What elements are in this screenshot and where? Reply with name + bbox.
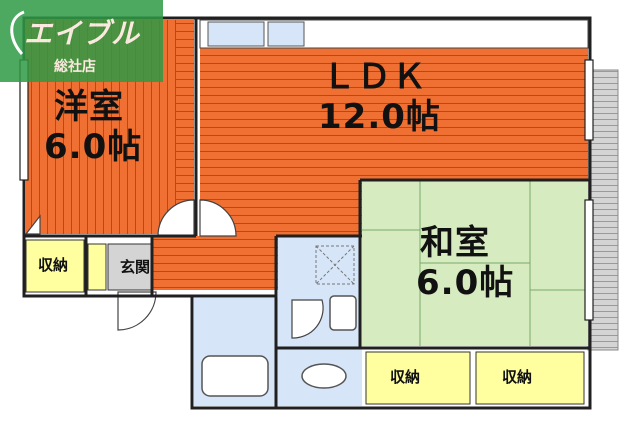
- storage-left-label: 収納: [38, 256, 69, 274]
- logo-brand-text: エイブル: [24, 17, 141, 50]
- entrance-floor: [107, 243, 153, 291]
- toilet: [301, 363, 347, 389]
- swirl-icon: [10, 10, 25, 55]
- walls: [22, 16, 592, 410]
- bathtub: [201, 355, 269, 397]
- storage-bottom-1: [365, 351, 471, 405]
- washer-space-x2: [315, 245, 355, 285]
- logo-badge: エイブル 総社店: [0, 0, 163, 82]
- japanese-room-size: 6.0帖: [416, 263, 515, 303]
- kitchen-counter: [199, 19, 589, 49]
- western-room-closet-strip: [176, 20, 194, 234]
- ldk-floor: [200, 48, 588, 180]
- washer-space: [315, 245, 355, 285]
- entrance-shoe-rack: [87, 243, 107, 291]
- japanese-room-name: 和室: [420, 223, 490, 263]
- ldk-size: 12.0帖: [318, 97, 441, 137]
- tatami-lines: [362, 180, 588, 346]
- ldk-name: ＬＤＫ: [322, 57, 427, 97]
- wash-basin: [329, 295, 357, 331]
- western-room-name: 洋室: [54, 87, 124, 127]
- door-swings: [24, 199, 324, 339]
- kitchen-stove: [267, 21, 305, 47]
- entrance-label: 玄関: [120, 258, 151, 276]
- kitchen-sink: [207, 21, 265, 47]
- logo-branch-text: 総社店: [54, 59, 96, 75]
- washroom-floor: [278, 236, 362, 348]
- storage-bottom-2: [475, 351, 585, 405]
- western-room-size: 6.0帖: [44, 127, 143, 167]
- storage-left: [25, 239, 85, 293]
- hallway-floor: [152, 236, 278, 290]
- storage-bottom-2-label: 収納: [502, 368, 533, 386]
- storage-bottom-1-label: 収納: [390, 368, 421, 386]
